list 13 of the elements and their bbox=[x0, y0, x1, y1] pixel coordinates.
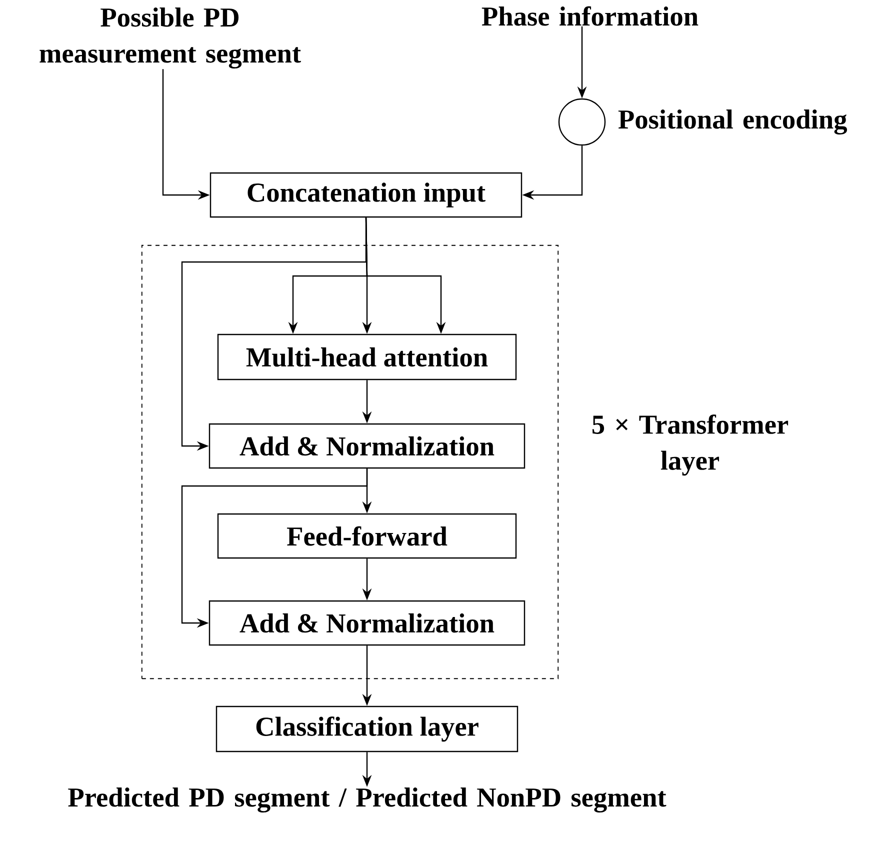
side-label: 5 × Transformer layer bbox=[592, 414, 788, 476]
process-box: Add & Normalization bbox=[208, 423, 526, 469]
repeat-block bbox=[141, 244, 559, 680]
process-box: Multi-head attention bbox=[217, 334, 517, 380]
process-box: Classification layer bbox=[216, 706, 518, 752]
input-label: Phase information bbox=[482, 6, 698, 26]
process-box: Add & Normalization bbox=[208, 600, 526, 646]
side-label: Positional encoding bbox=[618, 110, 847, 134]
process-box: Concatenation input bbox=[210, 172, 522, 218]
encoding-circle bbox=[558, 98, 606, 146]
input-label: Possible PD measurement segment bbox=[40, 8, 301, 68]
output-label: Predicted PD segment / Predicted NonPD segment bbox=[68, 788, 666, 812]
process-box: Feed-forward bbox=[217, 513, 517, 559]
